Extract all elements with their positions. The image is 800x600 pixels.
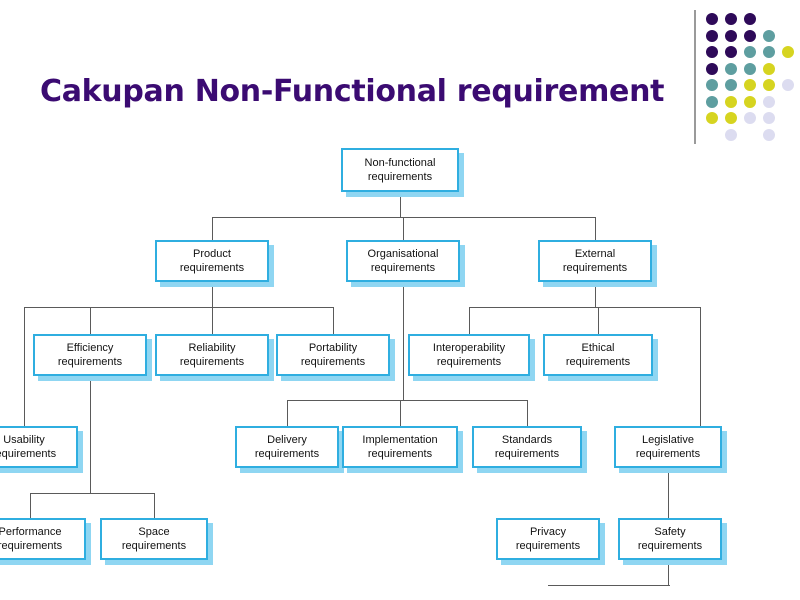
connector-segment	[595, 282, 596, 307]
connector-segment	[403, 217, 404, 240]
decor-dot	[725, 79, 737, 91]
decor-dot	[763, 95, 775, 108]
decor-dot	[725, 29, 737, 42]
decor-dot	[706, 13, 718, 25]
node-label: Reliability requirements	[179, 342, 245, 368]
node-usability[interactable]: Usability requirements	[0, 426, 78, 468]
connector-segment	[400, 400, 401, 426]
decor-dot	[744, 46, 756, 58]
connector-segment	[30, 493, 31, 518]
decor-dot	[725, 46, 737, 58]
node-portability[interactable]: Portability requirements	[276, 334, 390, 376]
decor-dot	[706, 29, 718, 42]
decor-dot	[725, 95, 737, 108]
connector-segment	[90, 307, 91, 334]
decor-dot	[706, 46, 718, 58]
node-label: Organisational requirements	[367, 248, 439, 274]
connector-segment	[24, 307, 25, 447]
dot-grid-motif	[694, 8, 800, 144]
decor-dot	[744, 29, 756, 42]
decor-dot	[744, 95, 756, 108]
decor-dot	[782, 79, 794, 91]
decor-dot	[763, 46, 775, 58]
node-nfr[interactable]: Non-functional requirements	[341, 148, 459, 192]
node-organisational[interactable]: Organisational requirements	[346, 240, 460, 282]
connector-segment	[287, 400, 527, 401]
node-label: Product requirements	[179, 248, 245, 274]
decor-dot	[763, 62, 775, 75]
node-efficiency[interactable]: Efficiency requirements	[33, 334, 147, 376]
connector-segment	[469, 307, 598, 308]
decor-dot	[744, 112, 756, 124]
node-external[interactable]: External requirements	[538, 240, 652, 282]
node-label: Portability requirements	[300, 342, 366, 368]
connector-segment	[30, 493, 154, 494]
node-label: Standards requirements	[494, 434, 560, 460]
connector-segment	[212, 307, 213, 334]
node-label: Space requirements	[121, 526, 187, 552]
node-label: Non-functional requirements	[364, 157, 436, 183]
node-implementation[interactable]: Implementation requirements	[342, 426, 458, 468]
connector-segment	[333, 307, 334, 334]
decor-dot	[706, 95, 718, 108]
node-label: Ethical requirements	[565, 342, 631, 368]
node-label: Privacy requirements	[515, 526, 581, 552]
node-delivery[interactable]: Delivery requirements	[235, 426, 339, 468]
decor-dot	[763, 112, 775, 124]
node-space[interactable]: Space requirements	[100, 518, 208, 560]
node-label: Performance requirements	[0, 526, 63, 552]
decor-dot	[744, 62, 756, 75]
connector-segment	[595, 217, 596, 240]
decor-dot	[744, 13, 756, 25]
connector-segment	[598, 307, 599, 334]
node-performance[interactable]: Performance requirements	[0, 518, 86, 560]
connector-segment	[400, 192, 401, 217]
connector-segment	[212, 217, 213, 240]
node-label: Usability requirements	[0, 434, 57, 460]
decor-dot	[725, 13, 737, 25]
decor-dot	[706, 79, 718, 91]
connector-segment	[287, 400, 288, 426]
node-label: Efficiency requirements	[57, 342, 123, 368]
decor-dot	[706, 62, 718, 75]
node-product[interactable]: Product requirements	[155, 240, 269, 282]
node-legislative[interactable]: Legislative requirements	[614, 426, 722, 468]
decor-dot	[725, 128, 737, 141]
decor-dot	[763, 79, 775, 91]
node-privacy[interactable]: Privacy requirements	[496, 518, 600, 560]
connector-segment	[527, 400, 528, 426]
decor-dot	[725, 112, 737, 124]
node-label: Legislative requirements	[635, 434, 701, 460]
decor-dot	[763, 29, 775, 42]
node-standards[interactable]: Standards requirements	[472, 426, 582, 468]
vertical-rule	[694, 10, 696, 144]
node-label: Safety requirements	[637, 526, 703, 552]
node-label: Delivery requirements	[254, 434, 320, 460]
connector-segment	[469, 307, 470, 334]
decor-dot	[782, 46, 794, 58]
decor-dot	[744, 79, 756, 91]
connector-segment	[24, 307, 212, 308]
connector-segment	[90, 376, 91, 493]
decor-dot	[725, 62, 737, 75]
node-label: External requirements	[562, 248, 628, 274]
decor-dot	[706, 112, 718, 124]
connector-segment	[154, 493, 155, 518]
node-safety[interactable]: Safety requirements	[618, 518, 722, 560]
node-reliability[interactable]: Reliability requirements	[155, 334, 269, 376]
node-ethical[interactable]: Ethical requirements	[543, 334, 653, 376]
node-interoperability[interactable]: Interoperability requirements	[408, 334, 530, 376]
connector-segment	[595, 307, 700, 308]
connector-segment	[548, 585, 670, 586]
node-label: Interoperability requirements	[432, 342, 506, 368]
connector-segment	[403, 282, 404, 400]
page-title: Cakupan Non-Functional requirement	[40, 74, 665, 109]
decor-dot	[763, 128, 775, 141]
connector-segment	[212, 282, 213, 307]
node-label: Implementation requirements	[362, 434, 438, 460]
connector-segment	[700, 307, 701, 447]
